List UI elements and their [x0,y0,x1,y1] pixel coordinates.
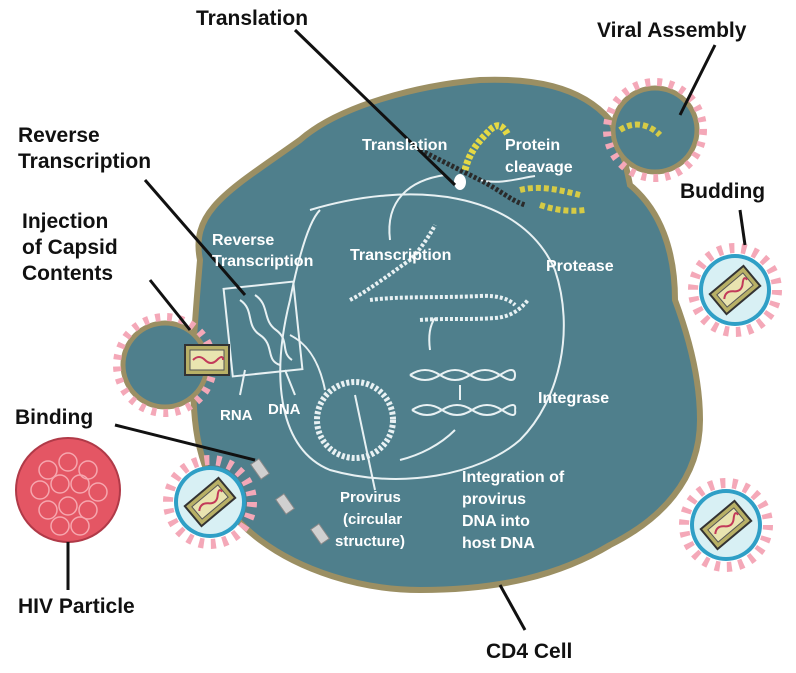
inner-label-provirus-1: Provirus [340,489,401,506]
label-injection-1: Injection [22,210,108,233]
label-reverse-transcription-2: Transcription [18,150,151,173]
label-binding: Binding [15,406,93,429]
inner-label-reverse-transcription-1: Reverse [212,232,274,249]
label-translation: Translation [196,7,308,30]
inner-label-integrase: Integrase [538,390,609,407]
cd4-receptors [250,458,330,545]
leader-lines [66,28,747,631]
rna-strands [349,224,530,322]
injection-capsid [184,344,230,376]
inner-label-integration-2: provirus [462,491,526,508]
inner-label-rna: RNA [220,407,253,424]
inner-label-transcription: Transcription [350,247,451,264]
translation-strand [418,121,663,214]
provirus-circle [314,379,396,461]
free-virion-right [684,483,768,567]
inner-label-integration-4: host DNA [462,535,535,552]
dna-helices [409,369,517,416]
inner-label-protease: Protease [546,258,614,275]
inner-label-protein-cleavage-2: cleavage [505,159,573,176]
inner-label-protein-cleavage-1: Protein [505,137,560,154]
hiv-particle [15,437,121,543]
inner-label-dna: DNA [268,401,301,418]
inner-label-translation: Translation [362,137,447,154]
reverse-transcription-box [222,280,304,396]
pathway-arrows [279,174,565,480]
label-injection-3: Contents [22,262,113,285]
label-hiv-particle: HIV Particle [18,595,135,618]
binding-virion [168,460,252,544]
label-viral-assembly: Viral Assembly [597,19,747,42]
label-budding: Budding [680,180,765,203]
inner-label-reverse-transcription-2: Transcription [212,253,313,270]
inner-label-provirus-2: (circular [343,511,402,528]
provirus-pointer [354,394,376,491]
inner-label-integration-1: Integration of [462,469,565,486]
budding-virion [693,248,777,332]
label-cd4-cell: CD4 Cell [486,640,572,663]
label-injection-2: of Capsid [22,236,118,259]
inner-label-integration-3: DNA into [462,513,530,530]
inner-label-provirus-3: structure) [335,533,405,550]
label-reverse-transcription-1: Reverse [18,124,100,147]
